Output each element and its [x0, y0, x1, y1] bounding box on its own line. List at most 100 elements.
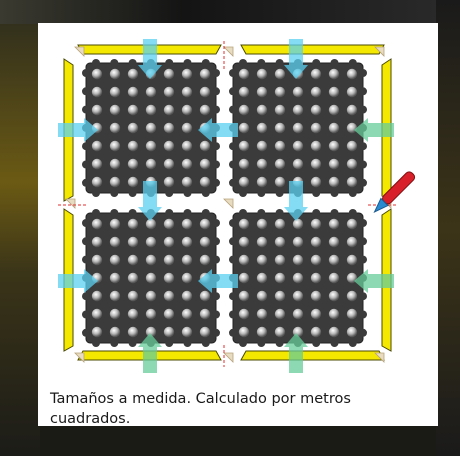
corner-piece	[374, 46, 385, 57]
connector-arrow-icon	[198, 269, 238, 293]
tile-stud	[310, 176, 322, 188]
mat-tile	[229, 59, 367, 197]
tile-stud	[310, 122, 322, 134]
tile-stud	[199, 290, 211, 302]
tile-edge-knob	[229, 310, 237, 319]
tile-stud	[346, 254, 358, 266]
tile-stud	[91, 218, 103, 230]
tile-stud	[310, 140, 322, 152]
tile-stud	[292, 236, 304, 248]
tile-edge-knob	[359, 328, 367, 337]
tile-stud	[109, 68, 121, 80]
tile-stud	[199, 140, 211, 152]
mat-tile	[229, 209, 367, 347]
tile-stud	[310, 308, 322, 320]
connector-arrow-icon	[284, 181, 308, 221]
connector-arrow-icon	[138, 181, 162, 221]
mat-tile	[82, 209, 220, 347]
corner-piece	[223, 198, 234, 209]
tile-edge-knob	[229, 219, 237, 227]
tile-stud	[181, 68, 193, 80]
tile-stud	[256, 218, 268, 230]
tile-stud	[238, 140, 250, 152]
tile-stud	[238, 68, 250, 80]
tile-stud	[310, 290, 322, 302]
tile-stud	[91, 308, 103, 320]
tile-stud	[274, 308, 286, 320]
tile-stud	[127, 272, 139, 284]
tile-edge-knob	[330, 209, 339, 217]
tile-stud	[238, 290, 250, 302]
tile-edge-knob	[359, 310, 367, 319]
tile-edge-knob	[82, 87, 90, 96]
tile-stud	[181, 158, 193, 170]
tile-edge-knob	[359, 255, 367, 264]
tile-edge-knob	[239, 339, 247, 347]
tile-stud	[346, 176, 358, 188]
tile-stud	[163, 122, 175, 134]
edge-ramp-bottom	[240, 350, 385, 361]
tile-edge-knob	[239, 209, 247, 217]
tile-stud	[238, 104, 250, 116]
tile-stud	[310, 326, 322, 338]
tile-stud	[328, 158, 340, 170]
tile-edge-knob	[275, 209, 284, 217]
tile-stud	[127, 308, 139, 320]
tile-edge-knob	[212, 292, 220, 301]
tile-stud	[163, 254, 175, 266]
tile-stud	[127, 218, 139, 230]
tile-stud	[163, 176, 175, 188]
tile-edge-knob	[312, 189, 321, 197]
tile-edge-knob	[183, 189, 192, 197]
tile-stud	[274, 254, 286, 266]
corner-piece	[65, 198, 76, 209]
tile-stud	[346, 326, 358, 338]
caption-text: Tamaños a medida. Calculado por metros c…	[50, 391, 351, 427]
tile-stud	[163, 86, 175, 98]
tile-stud	[127, 104, 139, 116]
tile-stud	[292, 140, 304, 152]
tile-stud	[109, 176, 121, 188]
tile-edge-knob	[201, 189, 210, 197]
tile-stud	[310, 218, 322, 230]
tile-stud	[328, 68, 340, 80]
tile-edge-knob	[275, 189, 284, 197]
tile-edge-knob	[312, 209, 321, 217]
tile-stud	[163, 140, 175, 152]
tile-stud	[274, 68, 286, 80]
tile-stud	[109, 272, 121, 284]
tile-stud	[310, 272, 322, 284]
tile-stud	[238, 218, 250, 230]
tile-stud	[109, 218, 121, 230]
tile-edge-knob	[212, 142, 220, 151]
tile-edge-knob	[183, 209, 192, 217]
tile-edge-knob	[359, 178, 367, 187]
tile-stud	[199, 104, 211, 116]
tile-stud	[127, 176, 139, 188]
tile-stud	[292, 104, 304, 116]
tile-stud	[256, 308, 268, 320]
tile-edge-knob	[257, 59, 266, 67]
tile-stud	[127, 140, 139, 152]
tile-stud	[292, 218, 304, 230]
tile-stud	[127, 326, 139, 338]
tile-edge-knob	[257, 189, 266, 197]
tile-stud	[127, 122, 139, 134]
tile-edge-knob	[229, 178, 237, 187]
tile-edge-knob	[82, 219, 90, 227]
tile-edge-knob	[212, 219, 220, 227]
tile-stud	[181, 104, 193, 116]
tile-stud	[199, 308, 211, 320]
tile-edge-knob	[92, 59, 100, 67]
tile-edge-knob	[330, 59, 339, 67]
tile-edge-knob	[229, 292, 237, 301]
corner-piece	[74, 352, 85, 363]
tile-edge-knob	[212, 160, 220, 169]
tile-stud	[91, 68, 103, 80]
tile-edge-knob	[128, 209, 137, 217]
tile-edge-knob	[128, 59, 137, 67]
tile-stud	[199, 218, 211, 230]
tile-stud	[145, 122, 157, 134]
tile-stud	[109, 290, 121, 302]
tile-stud	[328, 308, 340, 320]
